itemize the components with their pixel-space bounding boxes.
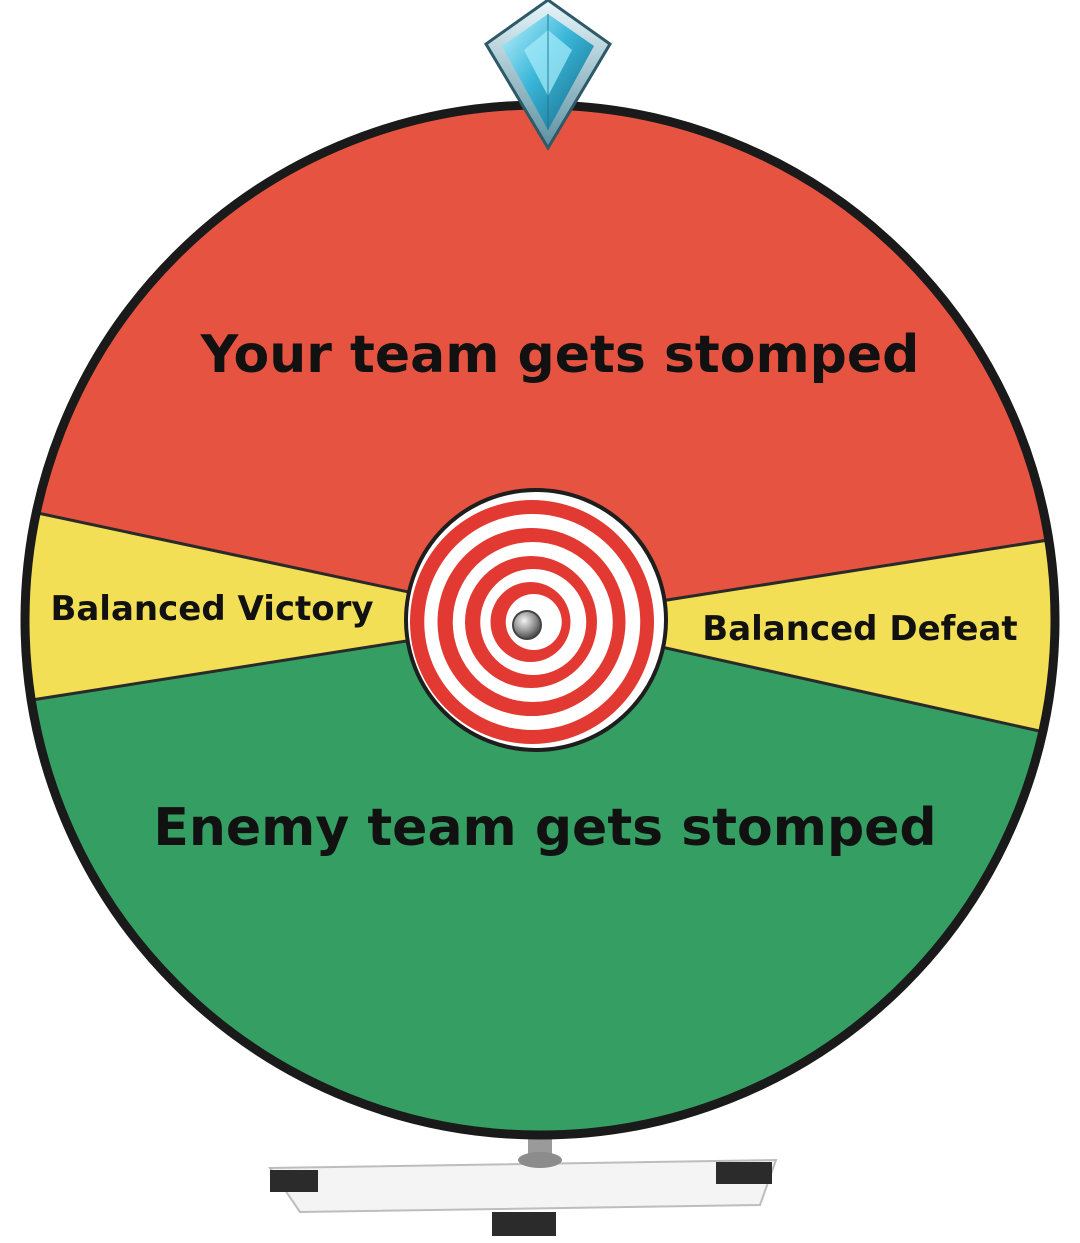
hub-bolt-icon <box>512 610 542 640</box>
wheel-stand <box>268 1120 778 1236</box>
label-enemy-team-gets-stomped: Enemy team gets stomped <box>153 798 936 858</box>
label-balanced-defeat: Balanced Defeat <box>702 609 1017 649</box>
segment-balanced-victory <box>25 505 540 705</box>
stand-foot-right <box>716 1162 772 1184</box>
gem-pointer-icon <box>484 0 612 151</box>
label-balanced-victory: Balanced Victory <box>50 589 373 629</box>
stand-base <box>268 1158 778 1214</box>
stand-foot-left <box>270 1170 318 1192</box>
segment-balanced-defeat <box>540 535 1055 740</box>
wheel-hub <box>404 488 668 752</box>
stand-foot-front <box>492 1212 556 1236</box>
label-your-team-gets-stomped: Your team gets stomped <box>200 325 920 385</box>
stand-mount <box>518 1152 562 1168</box>
